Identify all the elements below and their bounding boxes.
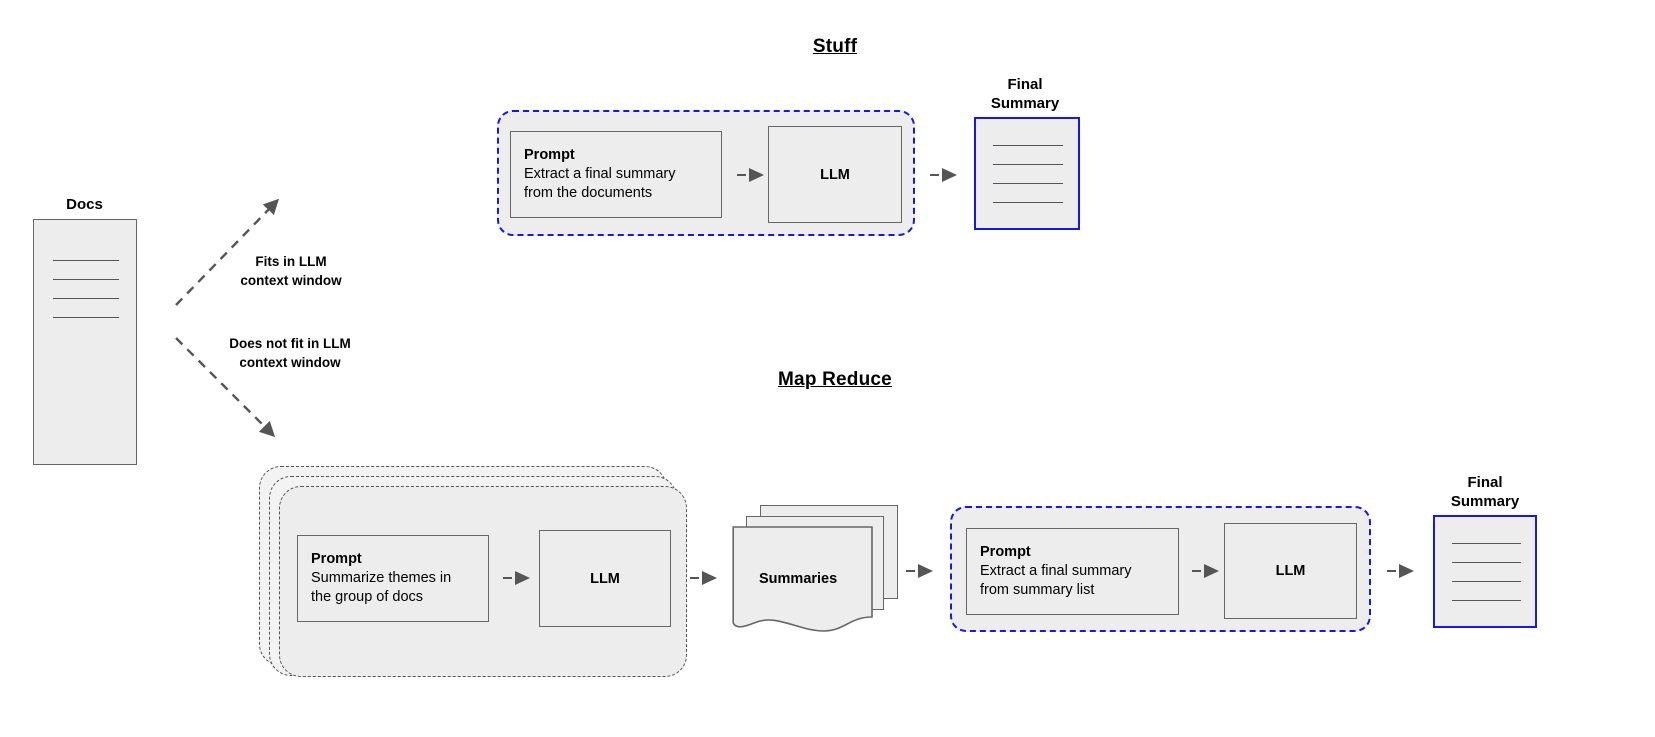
summaries-label: Summaries: [759, 571, 838, 587]
stuff-llm-label: LLM: [820, 166, 850, 183]
docs-line-4: [53, 317, 119, 318]
docs-line-3: [53, 298, 119, 299]
docs-line-2: [53, 279, 119, 280]
map-prompt-line2: the group of docs: [311, 589, 424, 605]
arrow-stub: [1192, 570, 1201, 572]
arrow-stub: [930, 174, 939, 176]
arrow-head-icon: [702, 571, 717, 585]
final-summary-line-3: [993, 183, 1063, 184]
arrow-head-icon: [749, 168, 764, 182]
summaries-arrow-to-reduce: [906, 564, 936, 578]
arrow-stub: [690, 577, 699, 579]
reduce-prompt-line1: Extract a final summary: [980, 562, 1132, 579]
map-reduce-final-summary-document: [1433, 515, 1537, 628]
stuff-llm-box: LLM: [768, 126, 902, 223]
reduce-arrow-prompt-to-llm: [1192, 564, 1222, 578]
edge-label-fits: Fits in LLM context window: [196, 252, 386, 290]
map-arrow-prompt-to-llm: [503, 571, 533, 585]
stuff-output-caption-line2: Summary: [990, 95, 1060, 112]
stuff-prompt-line1: Extract a final summary: [524, 165, 676, 182]
docs-caption: Docs: [66, 196, 103, 213]
stuff-final-summary-document: [974, 117, 1080, 230]
mr-final-summary-line-4: [1452, 600, 1521, 601]
map-llm-box: LLM: [539, 530, 671, 627]
mr-final-summary-line-2: [1452, 562, 1521, 563]
arrow-head-icon: [1204, 564, 1219, 578]
stuff-arrow-llm-to-output: [930, 168, 960, 182]
stuff-arrow-prompt-to-llm: [737, 168, 767, 182]
mr-final-summary-line-1: [1452, 543, 1521, 544]
section-title-map-reduce: Map Reduce: [778, 369, 892, 390]
arrow-head-icon: [942, 168, 957, 182]
arrow-stub: [906, 570, 915, 572]
edge-label-does-not-fit: Does not fit in LLM context window: [190, 334, 390, 372]
map-prompt-title: Prompt: [311, 550, 362, 567]
stuff-output-caption-line1: Final: [1007, 76, 1043, 93]
stuff-output-caption: Final Summary: [965, 75, 1085, 113]
map-llm-label: LLM: [590, 570, 620, 587]
map-reduce-output-caption-line2: Summary: [1450, 493, 1520, 510]
edge-label-does-not-fit-line2: context window: [239, 355, 341, 370]
final-summary-line-4: [993, 202, 1063, 203]
edge-label-fits-line1: Fits in LLM: [255, 254, 327, 269]
summaries-sheet-1: [732, 526, 873, 632]
stuff-prompt-title: Prompt: [524, 146, 575, 163]
docs-line-1: [53, 260, 119, 261]
edge-label-fits-line2: context window: [240, 273, 342, 288]
reduce-arrow-llm-to-output: [1387, 564, 1417, 578]
edge-label-does-not-fit-line1: Does not fit in LLM: [229, 336, 351, 351]
reduce-llm-box: LLM: [1224, 523, 1357, 619]
map-prompt-box: Prompt Summarize themes in the group of …: [297, 535, 489, 622]
arrow-stub: [503, 577, 512, 579]
mr-final-summary-line-3: [1452, 581, 1521, 582]
map-reduce-output-caption: Final Summary: [1425, 473, 1545, 511]
arrow-stub: [1387, 570, 1396, 572]
docs-document: [33, 219, 137, 465]
reduce-prompt-line2: from summary list: [980, 582, 1095, 598]
stuff-prompt-box: Prompt Extract a final summary from the …: [510, 131, 722, 218]
stuff-prompt-line2: from the documents: [524, 185, 653, 201]
reduce-llm-label: LLM: [1275, 563, 1306, 579]
map-arrow-llm-to-summaries: [690, 571, 720, 585]
reduce-prompt-box: Prompt Extract a final summary from summ…: [966, 528, 1179, 615]
arrow-head-icon: [515, 571, 530, 585]
summaries-stack: Summaries: [732, 505, 902, 640]
map-prompt-line1: Summarize themes in: [311, 569, 452, 586]
section-title-stuff: Stuff: [812, 36, 858, 57]
final-summary-line-2: [993, 164, 1063, 165]
final-summary-line-1: [993, 145, 1063, 146]
arrow-stub: [737, 174, 746, 176]
arrow-head-icon: [1399, 564, 1414, 578]
reduce-prompt-title: Prompt: [980, 543, 1031, 560]
map-reduce-output-caption-line1: Final: [1467, 474, 1503, 491]
arrow-head-icon: [918, 564, 933, 578]
